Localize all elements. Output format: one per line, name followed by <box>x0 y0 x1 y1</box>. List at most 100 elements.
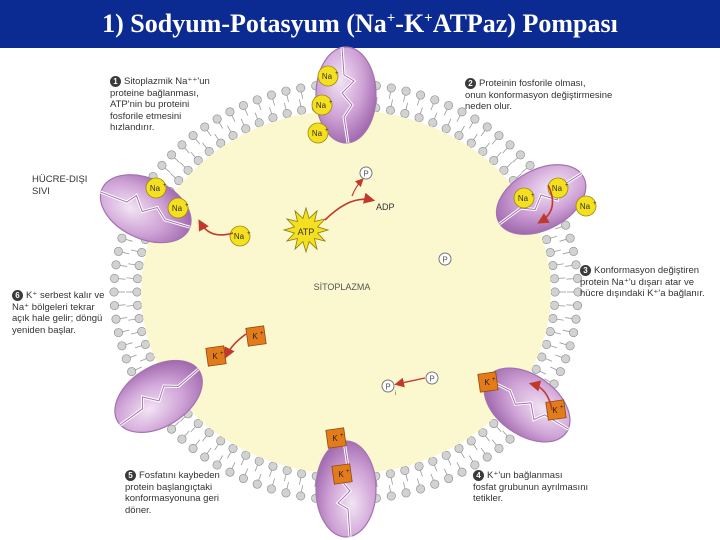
atp-to-adp-arrow <box>324 192 376 221</box>
svg-text:Na: Na <box>234 232 245 241</box>
step-5-text: Fosfatını kaybeden protein başlangıçtaki… <box>125 470 220 516</box>
lipid-head <box>428 456 438 466</box>
lipid-head <box>482 122 492 132</box>
k-ion-entering: K+ <box>545 399 567 421</box>
lipid-head <box>548 313 558 323</box>
phosphate-right: P <box>438 252 452 266</box>
lipid-head <box>561 354 571 364</box>
svg-text:Na: Na <box>322 72 333 81</box>
lipid-head <box>441 450 451 460</box>
lipid-head <box>386 491 396 501</box>
lipid-head <box>515 150 525 160</box>
svg-text:P: P <box>363 170 368 179</box>
lipid-head <box>478 428 488 438</box>
svg-text:+: + <box>335 71 339 77</box>
lipid-head <box>121 354 131 364</box>
svg-text:+: + <box>565 183 569 189</box>
svg-text:+: + <box>560 405 564 411</box>
lipid-head <box>140 339 150 349</box>
pump-proteins <box>99 46 587 538</box>
lipid-head <box>117 341 127 351</box>
lipid-head <box>466 138 476 148</box>
svg-text:+: + <box>185 203 189 209</box>
lipid-head <box>386 83 396 93</box>
title-part-2: -K <box>395 9 425 38</box>
adp-label: ADP <box>376 202 395 212</box>
lipid-head <box>268 113 278 123</box>
title-sup-1: + <box>386 10 396 27</box>
svg-text:P: P <box>429 375 434 384</box>
lipid-head <box>177 434 187 444</box>
lipid-head <box>177 140 187 150</box>
svg-text:Na: Na <box>172 204 183 213</box>
lipid-head <box>238 474 248 484</box>
svg-text:K: K <box>332 434 338 443</box>
lipid-head <box>252 479 262 489</box>
lipid-head <box>494 131 504 141</box>
svg-text:P: P <box>385 383 390 392</box>
lipid-head <box>241 124 251 134</box>
lipid-head <box>416 484 426 494</box>
lipid-head <box>252 95 262 105</box>
lipid-head <box>134 261 144 271</box>
lipid-head <box>167 424 177 434</box>
protein-bottom <box>315 440 377 538</box>
lipid-head <box>117 233 127 243</box>
na-ion-left-2: Na+ <box>167 197 189 219</box>
lipid-head <box>188 131 198 141</box>
svg-text:Na: Na <box>150 184 161 193</box>
phosphate-release-arrow <box>351 178 364 197</box>
svg-text:Na: Na <box>316 101 327 110</box>
lipid-head <box>228 443 238 453</box>
step-1-text: Sitoplazmik Na⁺⁺'un proteine bağlanması,… <box>110 76 210 133</box>
svg-text:K: K <box>338 470 344 479</box>
lipid-head <box>542 235 552 245</box>
k-ion-left-bound: K+ <box>205 345 227 367</box>
lipid-head <box>555 367 565 377</box>
step-2-number: 2 <box>465 78 476 89</box>
lipid-head <box>183 165 193 175</box>
lipid-head <box>550 287 560 297</box>
title-part-3: ATPaz) Pompası <box>432 9 618 38</box>
k-ion-bottom-1: K+ <box>325 427 347 449</box>
lipid-head <box>414 461 424 471</box>
lipid-head <box>282 109 292 119</box>
phosphate-detach-arrow <box>394 377 426 388</box>
lipid-head <box>525 160 535 170</box>
lipid-head <box>549 274 559 284</box>
na-exit-arrow <box>537 184 554 224</box>
lipid-head <box>548 261 558 271</box>
lipid-head <box>282 465 292 475</box>
lipid-head <box>133 300 143 310</box>
step-2-text: Proteinin fosforile olması, onun konform… <box>465 78 613 112</box>
svg-text:+: + <box>340 433 344 439</box>
lipid-head <box>109 273 119 283</box>
lipid-head <box>216 138 226 148</box>
lipid-head <box>466 436 476 446</box>
lipid-head <box>193 155 203 165</box>
lipid-head <box>254 456 264 466</box>
phosphate-inorganic: P i <box>381 379 396 397</box>
na-ion-top-1: Na+ <box>317 65 339 87</box>
lipid-head <box>204 146 214 156</box>
svg-text:+: + <box>346 469 350 475</box>
lipid-head <box>157 160 167 170</box>
lipid-head <box>212 460 222 470</box>
lipid-head <box>238 100 248 110</box>
lipid-head <box>297 105 307 115</box>
title-sup-2: + <box>424 10 433 27</box>
na-ion-top-2: Na+ <box>311 94 333 116</box>
atp-label: ATP <box>298 227 315 237</box>
lipid-head <box>457 107 467 117</box>
step-3-number: 3 <box>580 265 591 276</box>
lipid-head <box>193 419 203 429</box>
lipid-head <box>505 140 515 150</box>
lipid-head <box>385 469 395 479</box>
svg-text:Na: Na <box>552 184 563 193</box>
lipid-head <box>499 165 509 175</box>
svg-text:+: + <box>531 193 535 199</box>
svg-text:+: + <box>220 351 224 357</box>
